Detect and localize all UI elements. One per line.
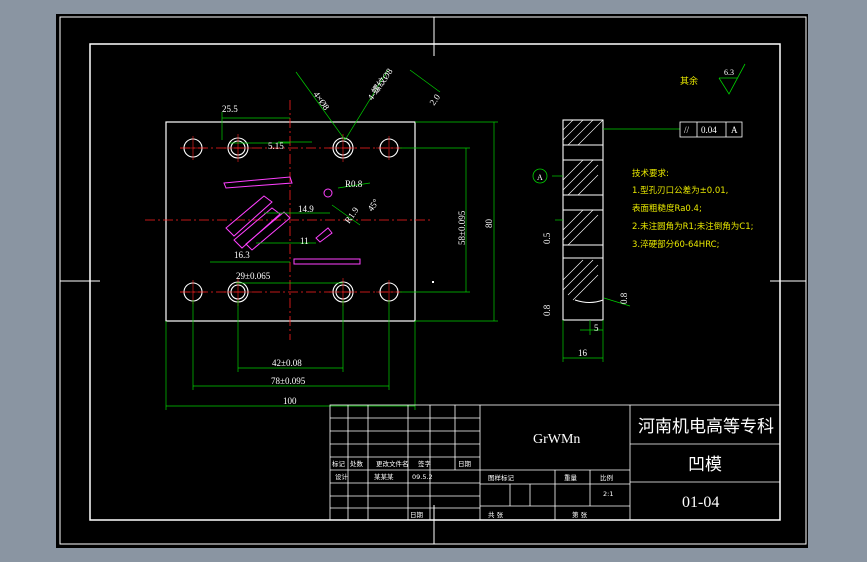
tol-datum: A: [731, 125, 738, 135]
tb-header-5: 日期: [458, 460, 472, 468]
tech-requirements: 技术要求: 1.型孔刃口公差为±0.01, 表面粗糙度Ra0.4; 2.未注圆角…: [632, 168, 754, 250]
section-steps: [563, 144, 604, 303]
dim-80: 80: [484, 219, 494, 229]
dim-100: 100: [283, 396, 297, 406]
roughness-label: 其余: [680, 75, 698, 87]
tech-line-2: 表面粗糙度Ra0.4;: [632, 203, 702, 214]
point-mark: [432, 281, 434, 283]
dim-0-8b: 0.8: [619, 292, 629, 304]
roughness-value: 6.3: [724, 68, 734, 77]
die-cavity: [223, 176, 361, 265]
hatching: [562, 119, 604, 301]
tech-heading: 技术要求:: [632, 168, 669, 179]
plate-outline: [165, 121, 416, 322]
dim-0-8a: 0.8: [542, 304, 552, 316]
title-block: 标记 处数 更改文件名 签字 日期 设计 某某某 09.5.2 日期 图样标记 …: [329, 404, 781, 521]
dim-r0-8: R0.8: [345, 179, 363, 189]
tb-header-3: 更改文件名: [376, 459, 409, 468]
tb-material: GrWMn: [533, 432, 580, 447]
tech-line-1: 1.型孔刃口公差为±0.01,: [632, 185, 728, 196]
tb-part-name: 凹模: [688, 455, 722, 475]
dimension-lines: [165, 69, 498, 410]
dim-5: 5: [594, 323, 599, 333]
center-lines: [145, 100, 430, 340]
tb-drawing-number: 01-04: [682, 494, 719, 511]
tb-school: 河南机电高等专科: [638, 417, 774, 437]
tb-header-2: 处数: [350, 459, 364, 468]
side-dimension-lines: [552, 128, 680, 362]
tb-sheets-label: 共 张: [488, 510, 504, 519]
tb-header-1: 标记: [332, 459, 346, 468]
dim-42: 42±0.08: [272, 358, 302, 368]
tol-value: 0.04: [701, 125, 717, 135]
tb-design-name: 某某某: [374, 473, 394, 481]
tb-weight-label: 重量: [564, 474, 578, 482]
tb-date-label: 日期: [410, 511, 424, 519]
dim-14-9: 14.9: [298, 204, 314, 214]
dim-16: 16: [578, 348, 588, 358]
tb-sheet-label: 第 张: [572, 510, 588, 519]
tb-scale-label: 比例: [600, 473, 613, 482]
centering-marks: [60, 17, 806, 544]
tb-stage-label: 图样标记: [488, 473, 515, 482]
tol-symbol: //: [684, 125, 690, 135]
tb-design-label: 设计: [335, 472, 349, 481]
dim-5-15: 5.15: [268, 141, 284, 151]
tb-design-date: 09.5.2: [412, 473, 433, 481]
dim-11: 11: [300, 236, 309, 246]
tech-line-4: 3.淬硬部分60-64HRC;: [632, 239, 719, 250]
datum-circle: [532, 168, 548, 184]
dim-78: 78±0.095: [271, 376, 306, 386]
roughness-note: 其余 6.3: [680, 63, 746, 95]
side-dimension-texts: 16 5 0.5 0.8 0.8: [542, 232, 629, 358]
tb-scale-value: 2:1: [603, 490, 613, 498]
dim-58: 58±0.095: [457, 210, 467, 245]
tolerance-frame: // 0.04 A: [679, 121, 743, 138]
dim-29: 29±0.065: [236, 271, 271, 281]
tech-line-3: 2.未注圆角为R1;未注倒角为C1;: [632, 221, 754, 232]
dim-16-3: 16.3: [234, 250, 250, 260]
datum-label: A: [537, 173, 543, 182]
side-view: A 16 5 0.5 0.8 0.8 // 0.04 A 其余 6.3 技术要求…: [532, 63, 754, 362]
dim-25-5: 25.5: [222, 104, 238, 114]
dim-0-5: 0.5: [542, 232, 552, 244]
tb-header-4: 签字: [418, 459, 432, 468]
